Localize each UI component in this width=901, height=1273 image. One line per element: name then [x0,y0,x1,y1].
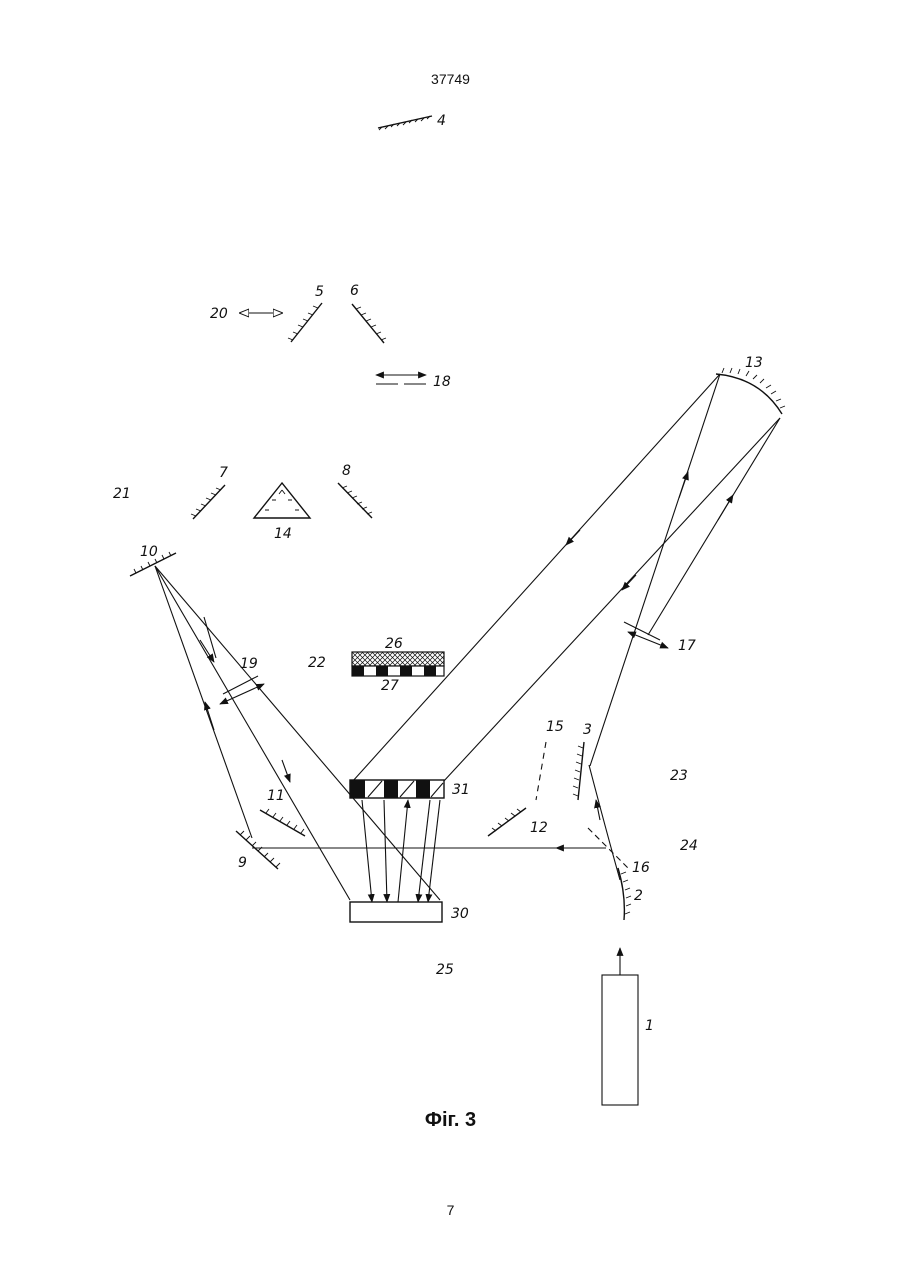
mirror-7 [191,485,225,519]
mirror-5 [288,303,322,342]
mirror-8 [338,483,372,518]
mirror-6 [352,304,386,343]
label-7: 7 [219,465,228,481]
label-8: 8 [342,463,351,479]
element-15 [536,742,546,800]
modulator-19 [220,676,264,704]
label-11: 11 [267,788,285,804]
label-31: 31 [452,782,470,798]
label-12: 12 [530,820,548,836]
label-4: 4 [437,113,446,129]
label-22: 22 [308,655,326,671]
mask-26 [352,652,444,666]
grating-31 [350,780,444,798]
figure-caption: Фіг. 3 [0,1109,901,1132]
page-number: 7 [0,1202,901,1218]
laser-source [602,948,638,1105]
label-23: 23 [670,768,688,784]
label-13: 13 [745,355,763,371]
label-17: 17 [678,638,696,654]
label-27: 27 [381,678,399,694]
label-19: 19 [240,656,258,672]
concave-mirror-13 [716,368,785,414]
sample-30 [350,902,442,922]
label-3: 3 [583,722,592,738]
mirror-12 [488,808,526,836]
label-24: 24 [680,838,698,854]
label-5: 5 [315,284,324,300]
label-18: 18 [433,374,451,390]
label-2: 2 [634,888,643,904]
label-6: 6 [350,283,359,299]
label-16: 16 [632,860,650,876]
label-14: 14 [274,526,292,542]
label-15: 15 [546,719,564,735]
xy-stage-arrows-25 [358,932,424,1002]
label-25: 25 [436,962,454,978]
label-1: 1 [645,1018,654,1034]
label-20: 20 [210,306,228,322]
mask-27 [352,666,444,676]
mirror-3 [573,742,584,800]
label-9: 9 [238,855,247,871]
prism-14 [254,483,310,518]
mirror-2 [618,868,631,920]
direction-arrows-18 [376,375,426,384]
label-21: 21 [113,486,131,502]
mirror-4 [378,116,432,130]
label-30: 30 [451,906,469,922]
label-26: 26 [385,636,403,652]
label-10: 10 [140,544,158,560]
mirror-11 [260,809,305,836]
